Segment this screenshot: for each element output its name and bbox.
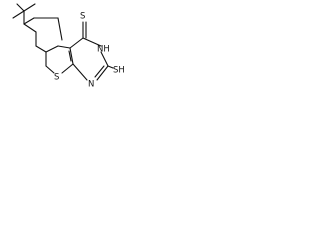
atom-label-sh: SH [113, 66, 125, 76]
bond [82, 37, 102, 47]
bond [57, 45, 71, 49]
bond [23, 23, 37, 33]
bond [107, 65, 114, 69]
bond [16, 3, 25, 12]
bond [45, 45, 59, 53]
bond [72, 63, 88, 81]
atom-label-sulfur-ring: S [54, 73, 59, 83]
atom-label-nitrogen: N [88, 80, 94, 90]
bond [35, 45, 47, 53]
bond [23, 3, 36, 12]
atom-label-sulfur-thioketone: S [80, 12, 85, 22]
bond [100, 51, 109, 67]
molecule-structure: S NH S N SH [12, 3, 125, 90]
bond [12, 10, 25, 19]
bond [68, 50, 72, 62]
bond [57, 17, 63, 41]
bond [61, 63, 74, 74]
bond [69, 37, 84, 49]
bond [45, 65, 55, 74]
bond [96, 65, 109, 81]
atom-label-nh: NH [97, 45, 110, 55]
molecule-diagram: S NH S N SH [0, 0, 145, 106]
bond [23, 17, 35, 25]
bond [69, 47, 74, 65]
bond [94, 65, 105, 78]
